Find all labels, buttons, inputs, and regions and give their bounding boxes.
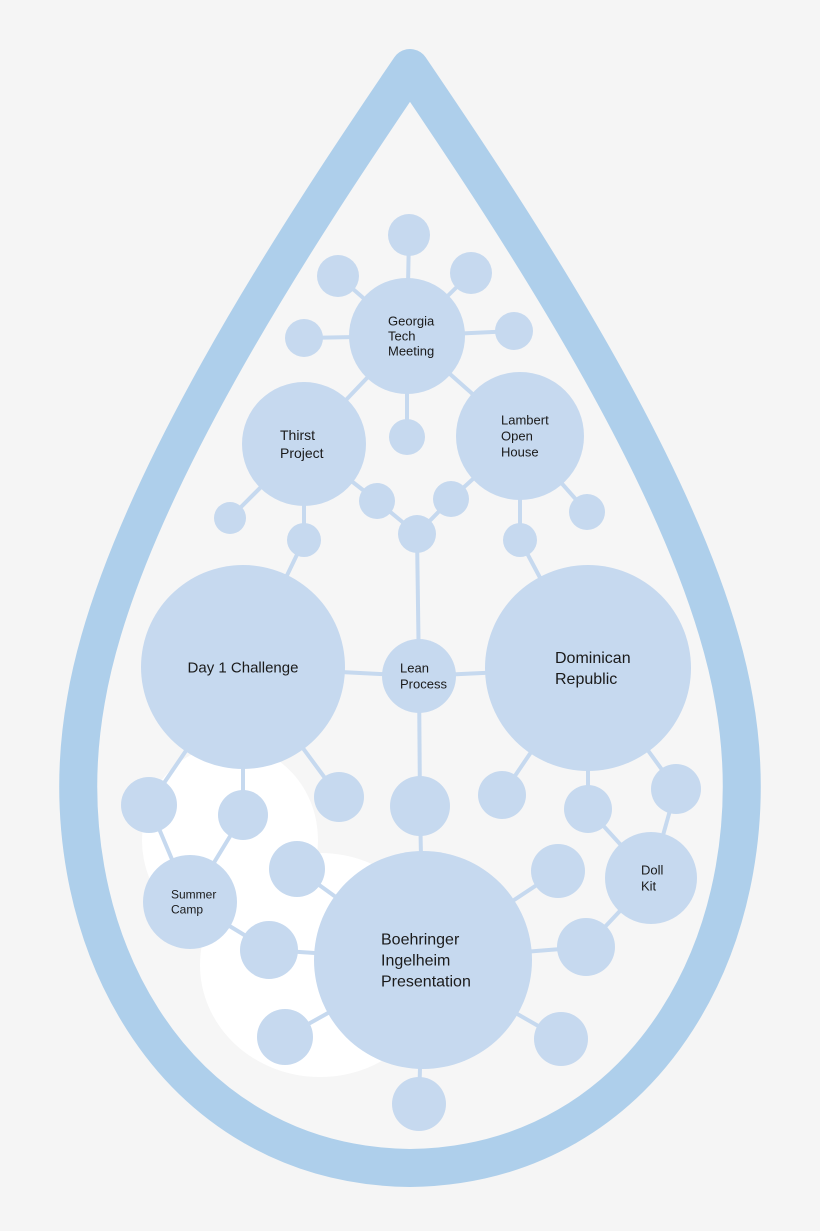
node-label-line: Dominican — [555, 650, 631, 667]
node-label-line: Project — [280, 445, 324, 461]
small-node-0 — [388, 214, 430, 256]
small-node-17 — [478, 771, 526, 819]
node-circle-thirst-project — [242, 382, 366, 506]
small-node-6 — [214, 502, 246, 534]
node-label-line: Day 1 Challenge — [188, 659, 299, 676]
small-node-7 — [287, 523, 321, 557]
node-circle-lambert-open-house — [456, 372, 584, 500]
node-label-line: Doll — [641, 863, 664, 878]
node-label-line: Summer — [171, 888, 216, 902]
small-node-3 — [285, 319, 323, 357]
node-label-line: Ingelheim — [381, 953, 450, 970]
node-label-line: Presentation — [381, 974, 471, 991]
node-label-line: Republic — [555, 671, 617, 688]
node-circle-dominican-republic — [485, 565, 691, 771]
node-label-line: Kit — [641, 879, 657, 894]
node-day-1-challenge: Day 1 Challenge — [141, 565, 345, 769]
small-node-24 — [257, 1009, 313, 1065]
small-node-23 — [557, 918, 615, 976]
node-circle-boehringer-ingelheim-presentation — [314, 851, 532, 1069]
small-node-9 — [433, 481, 469, 517]
node-label-line: Boehringer — [381, 932, 460, 949]
small-node-14 — [218, 790, 268, 840]
small-node-16 — [390, 776, 450, 836]
small-node-2 — [450, 252, 492, 294]
node-circle-lean-process — [382, 639, 456, 713]
small-node-21 — [531, 844, 585, 898]
node-circle-georgia-tech-meeting — [349, 278, 465, 394]
node-label-line: Thirst — [280, 427, 315, 443]
node-label-line: Camp — [171, 903, 203, 917]
small-node-20 — [269, 841, 325, 897]
small-node-10 — [398, 515, 436, 553]
node-label-day-1-challenge: Day 1 Challenge — [188, 659, 299, 676]
small-node-19 — [651, 764, 701, 814]
node-circle-doll-kit — [605, 832, 697, 924]
node-label-line: Lambert — [501, 413, 549, 428]
node-label-line: Georgia — [388, 314, 435, 329]
small-node-8 — [359, 483, 395, 519]
small-node-22 — [240, 921, 298, 979]
node-label-line: Process — [400, 677, 447, 692]
node-label-line: Tech — [388, 329, 415, 344]
small-node-13 — [121, 777, 177, 833]
node-label-line: Lean — [400, 661, 429, 676]
small-node-1 — [317, 255, 359, 297]
small-node-26 — [392, 1077, 446, 1131]
node-label-line: Open — [501, 429, 533, 444]
node-label-line: House — [501, 445, 539, 460]
small-node-11 — [503, 523, 537, 557]
small-node-18 — [564, 785, 612, 833]
node-circle-day-1-challenge — [141, 565, 345, 769]
node-label-line: Meeting — [388, 344, 434, 359]
small-node-15 — [314, 772, 364, 822]
small-node-5 — [389, 419, 425, 455]
node-circle-summer-camp — [143, 855, 237, 949]
small-node-4 — [495, 312, 533, 350]
small-node-12 — [569, 494, 605, 530]
small-node-25 — [534, 1012, 588, 1066]
